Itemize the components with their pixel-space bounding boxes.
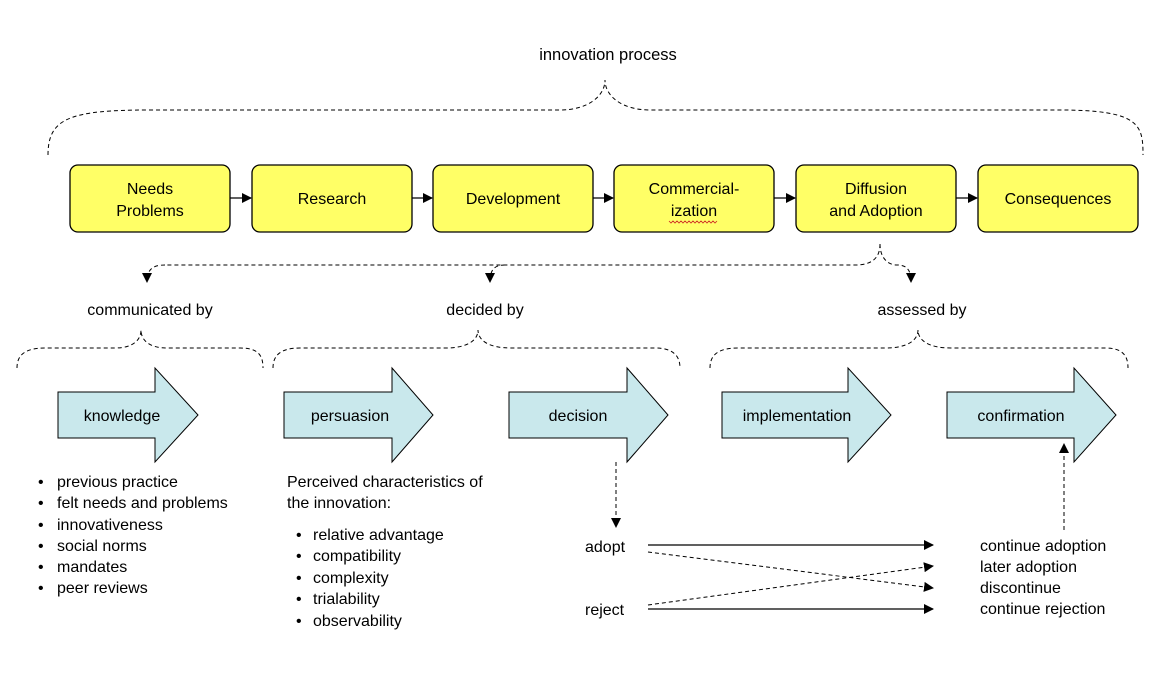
step-knowledge: knowledge	[57, 366, 199, 464]
bullet: •	[296, 570, 302, 587]
bullet: •	[38, 517, 44, 534]
list-item: innovativeness	[57, 517, 163, 534]
list-item: felt needs and problems	[57, 495, 228, 512]
diagram-title: innovation process	[539, 46, 677, 64]
label-communicated-by: communicated by	[87, 302, 212, 319]
stage-label: Research	[298, 191, 366, 208]
outcome-list: continue adoption later adoption discont…	[980, 538, 1106, 618]
bullet: •	[296, 591, 302, 608]
stage-research: Research	[251, 164, 413, 233]
bullet: •	[38, 495, 44, 512]
stage-diffusion-adoption: Diffusion and Adoption	[795, 164, 957, 233]
arrow-adopt-discontinue	[647, 551, 934, 592]
spellcheck-squiggle	[668, 220, 718, 224]
bullet: •	[38, 538, 44, 555]
branch-to-communicated	[142, 264, 166, 283]
stage-label: Needs	[127, 181, 173, 198]
step-implementation: implementation	[721, 366, 892, 464]
stage-consequences: Consequences	[977, 164, 1139, 233]
arrow-reject-later	[647, 562, 934, 606]
stage-label: Problems	[116, 203, 184, 220]
list-item: trialability	[313, 591, 380, 608]
step-label: confirmation	[977, 408, 1064, 425]
list-item: mandates	[57, 559, 127, 576]
step-persuasion: persuasion	[283, 366, 434, 464]
step-label: decision	[549, 408, 608, 425]
branch-to-decided	[485, 264, 506, 283]
outcome: discontinue	[980, 580, 1061, 597]
branch-lines	[165, 243, 881, 266]
stage-needs-problems: Needs Problems	[69, 164, 231, 233]
step-label: knowledge	[84, 408, 161, 425]
step-decision: decision	[508, 366, 669, 464]
bullet: •	[38, 559, 44, 576]
choice-adopt: adopt	[585, 539, 626, 556]
bullet: •	[38, 580, 44, 597]
stage-label: Consequences	[1005, 191, 1112, 208]
list-item: relative advantage	[313, 527, 444, 544]
list-item: peer reviews	[57, 580, 148, 597]
list-item: complexity	[313, 570, 389, 587]
stage-development: Development	[432, 164, 594, 233]
label-assessed-by: assessed by	[878, 302, 967, 319]
brace-assessed	[709, 329, 1129, 369]
knowledge-factor-list: • previous practice • felt needs and pro…	[38, 474, 228, 597]
stage-label: and Adoption	[829, 203, 922, 220]
step-label: implementation	[743, 408, 852, 425]
outcome: continue adoption	[980, 538, 1106, 555]
persuasion-characteristics: Perceived characteristics of the innovat…	[287, 474, 483, 630]
stage-label: Diffusion	[845, 181, 907, 198]
step-confirmation: confirmation	[946, 366, 1117, 464]
bullet: •	[296, 548, 302, 565]
list-item: social norms	[57, 538, 147, 555]
stage-commercialization: Commercial- ization	[613, 164, 775, 233]
step-label: persuasion	[311, 408, 389, 425]
outcome: later adoption	[980, 559, 1077, 576]
branch-to-assessed	[879, 243, 916, 283]
choice-reject: reject	[585, 602, 625, 619]
brace-communicated	[16, 329, 264, 369]
bullet: •	[38, 474, 44, 491]
label-decided-by: decided by	[446, 302, 523, 319]
stage-label: ization	[671, 203, 717, 220]
brace-decided	[272, 329, 681, 369]
characteristics-intro: the innovation:	[287, 495, 391, 512]
bullet: •	[296, 527, 302, 544]
list-item: observability	[313, 613, 402, 630]
list-item: previous practice	[57, 474, 178, 491]
bullet: •	[296, 613, 302, 630]
stage-label: Development	[466, 191, 561, 208]
list-item: compatibility	[313, 548, 401, 565]
top-brace	[47, 79, 1144, 156]
characteristics-intro: Perceived characteristics of	[287, 474, 483, 491]
stage-label: Commercial-	[649, 181, 740, 198]
outcome: continue rejection	[980, 601, 1105, 618]
